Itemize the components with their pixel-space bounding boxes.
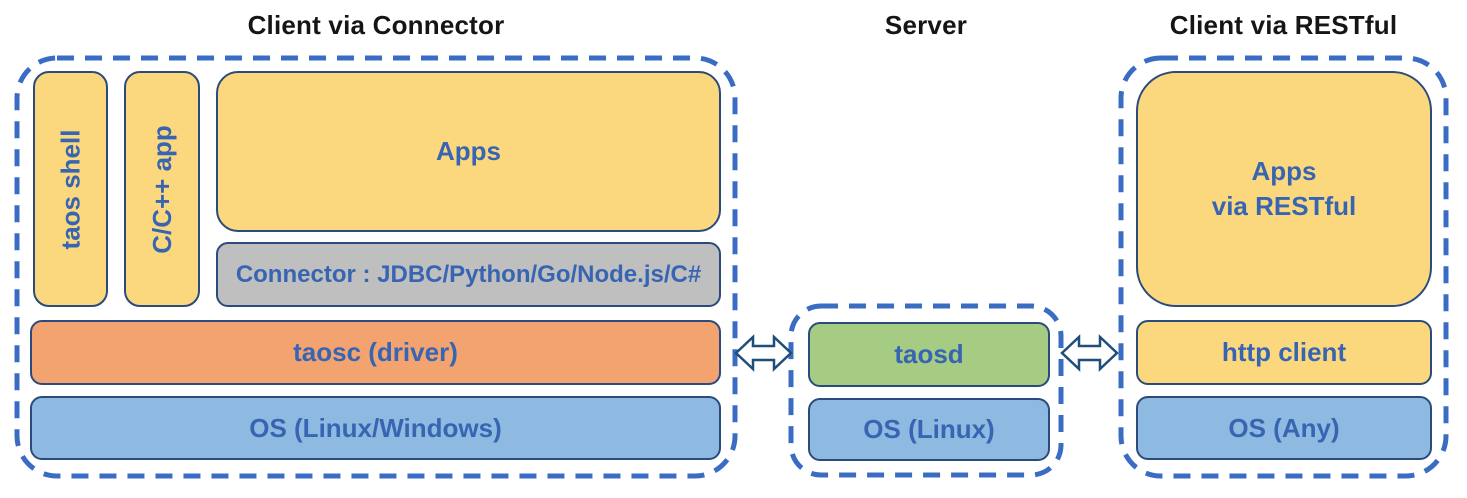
os-any-label: OS (Any) [1228, 412, 1340, 443]
apps-via-restful-label-line2: via RESTful [1211, 191, 1357, 221]
os-linux-label: OS (Linux) [863, 414, 995, 444]
server-title: Server [884, 10, 968, 40]
arrow-taosd-httpclient-icon [1060, 334, 1119, 372]
apps-label: Apps [436, 136, 501, 166]
taosc-driver-label: taosc (driver) [293, 337, 458, 367]
http-client-label: http client [1221, 337, 1347, 367]
client-restful-title: Client via RESTful [1169, 10, 1398, 40]
arrow-taosc-taosd-icon [734, 334, 793, 372]
taosd-box: taosd [808, 322, 1050, 387]
os-linux-windows-box: OS (Linux/Windows) [30, 396, 721, 460]
apps-box: Apps [216, 71, 721, 232]
taosd-label: taosd [894, 339, 964, 369]
taos-shell-label: taos shell [55, 129, 85, 249]
apps-via-restful-label-line1: Apps [1251, 155, 1317, 186]
connector-label: Connector : JDBC/Python/Go/Node.js/C# [235, 260, 702, 288]
os-linux-windows-label: OS (Linux/Windows) [249, 412, 502, 443]
http-client-box: http client [1136, 320, 1432, 385]
apps-via-restful-box: Apps via RESTful [1136, 71, 1432, 307]
connector-box: Connector : JDBC/Python/Go/Node.js/C# [216, 242, 721, 307]
cpp-app-label: C/C++ app [146, 124, 177, 254]
os-linux-box: OS (Linux) [808, 398, 1050, 461]
taosc-driver-box: taosc (driver) [30, 320, 721, 385]
os-any-box: OS (Any) [1136, 396, 1432, 460]
cpp-app-box: C/C++ app [124, 71, 200, 307]
client-connector-title: Client via Connector [247, 10, 505, 40]
taos-shell-box: taos shell [33, 71, 108, 307]
